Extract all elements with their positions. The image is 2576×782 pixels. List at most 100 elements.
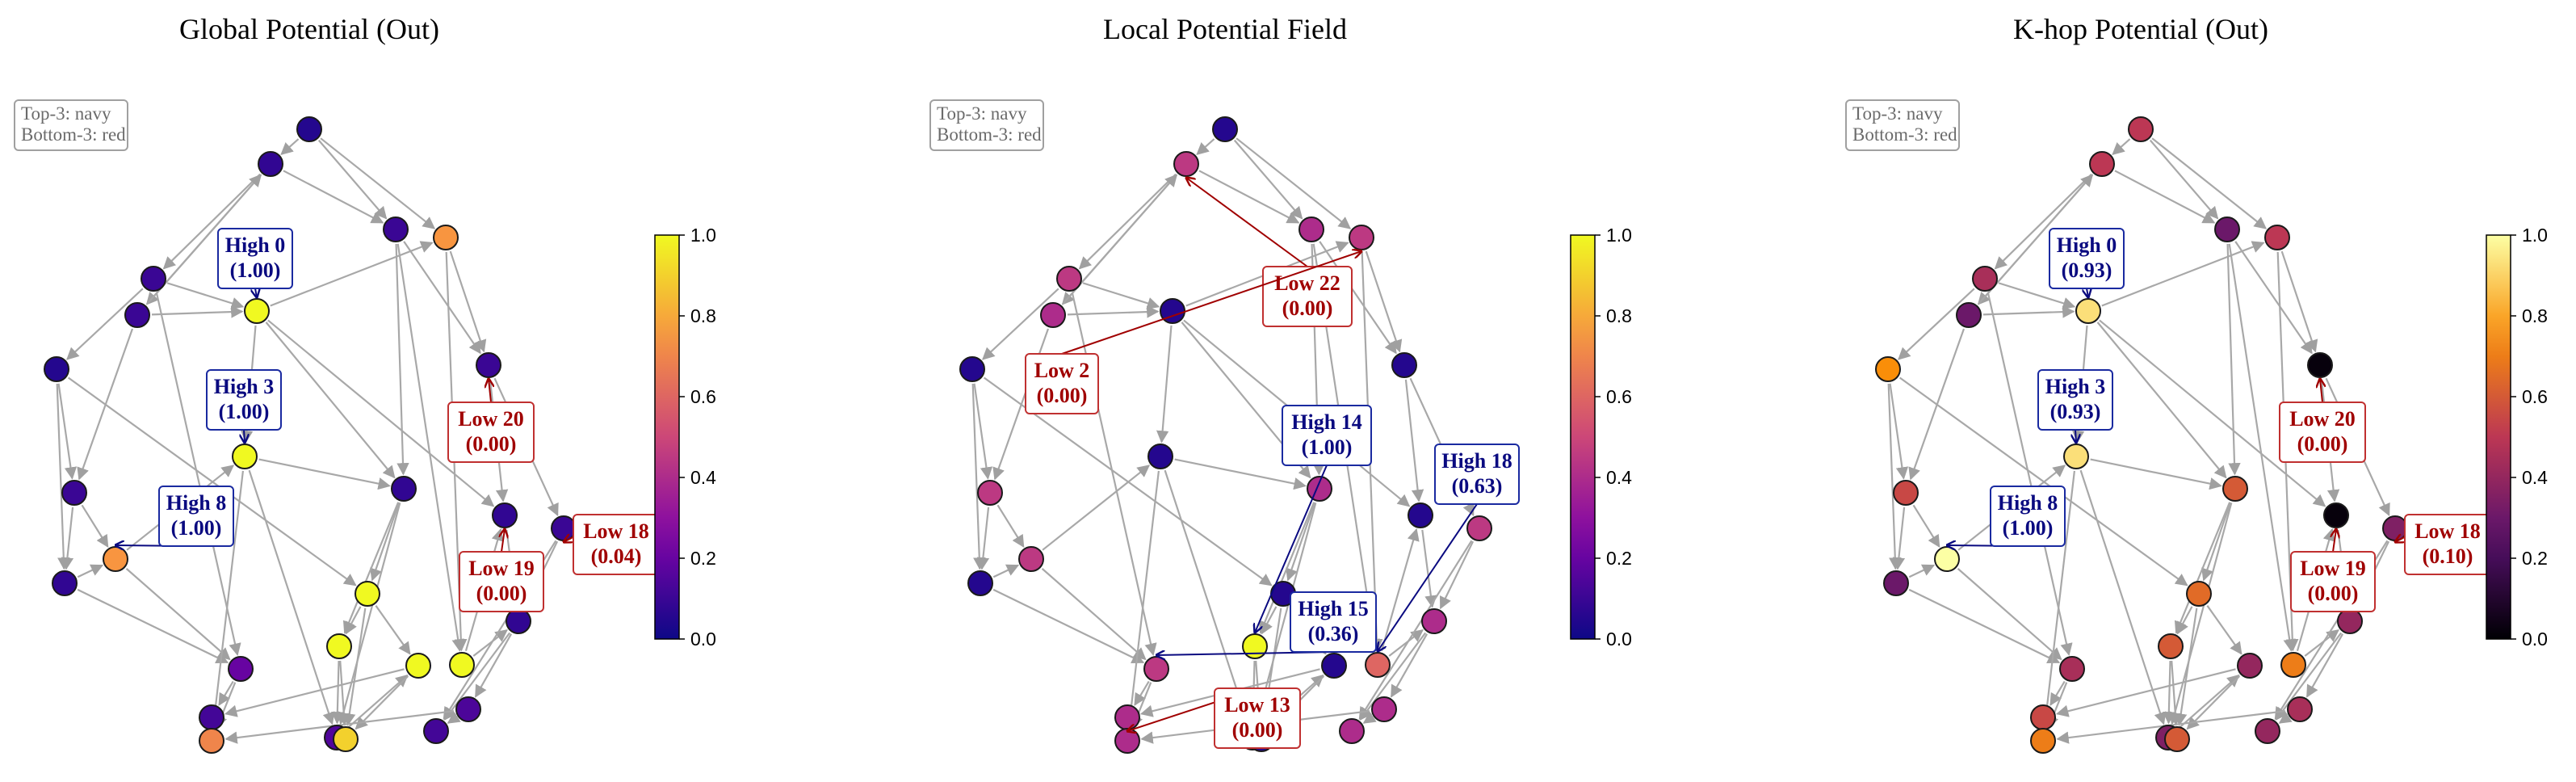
graph-node[interactable] [296, 116, 322, 142]
graph-edge [1912, 504, 1940, 549]
graph-node[interactable] [405, 653, 431, 679]
graph-node[interactable] [232, 444, 258, 469]
graph-node[interactable] [2214, 217, 2240, 242]
graph-edge [1362, 711, 1377, 724]
graph-node[interactable] [2237, 653, 2263, 679]
graph-node[interactable] [1114, 728, 1140, 754]
graph-node[interactable] [1040, 302, 1066, 328]
graph-node[interactable] [1365, 652, 1391, 678]
graph-node[interactable] [326, 633, 352, 659]
graph-node[interactable] [2255, 718, 2280, 744]
graph-node[interactable] [383, 217, 409, 242]
graph-node[interactable] [61, 480, 87, 506]
graph-node[interactable] [141, 266, 166, 292]
graph-node[interactable] [2158, 633, 2184, 659]
graph-edge [218, 680, 234, 706]
graph-node[interactable] [2222, 476, 2248, 502]
graph-node[interactable] [2307, 352, 2333, 378]
graph-node[interactable] [1056, 266, 1082, 292]
graph-node[interactable] [2186, 581, 2212, 607]
graph-node[interactable] [103, 546, 128, 572]
callouts: Low 22(0.00)Low 2(0.00)High 14(1.00)High… [1025, 178, 1520, 749]
graph-node[interactable] [1147, 444, 1173, 469]
graph-node[interactable] [355, 581, 380, 607]
callout-high: High 8(1.00) [1990, 486, 2066, 547]
graph-node[interactable] [228, 656, 254, 682]
graph-node[interactable] [1143, 656, 1169, 682]
graph-node[interactable] [1408, 502, 1433, 528]
graph-node[interactable] [2030, 704, 2056, 730]
graph-edge [2049, 680, 2066, 706]
callout-value: (0.93) [2062, 259, 2112, 282]
graph-node[interactable] [2059, 656, 2085, 682]
graph-node[interactable] [1349, 225, 1374, 250]
graph-node[interactable] [391, 476, 417, 502]
graph-node[interactable] [333, 726, 359, 752]
graph-node[interactable] [124, 302, 150, 328]
graph-node[interactable] [2030, 728, 2056, 754]
graph-node[interactable] [1371, 696, 1397, 722]
graph-node[interactable] [44, 356, 69, 382]
graph-edge [2168, 502, 2233, 725]
graph-node[interactable] [1298, 217, 1324, 242]
graph-node[interactable] [2323, 502, 2349, 528]
graph-node[interactable] [476, 352, 501, 378]
graph-edge [280, 138, 300, 156]
graph-node[interactable] [2287, 696, 2313, 722]
colorbar-tick-label: 0.8 [1606, 305, 1632, 326]
graph-node[interactable] [1972, 266, 1998, 292]
graph-node[interactable] [2280, 652, 2306, 678]
callout-label: High 8 [166, 491, 226, 515]
graph-edge [56, 383, 70, 570]
graph-edge [151, 305, 244, 318]
graph-node[interactable] [199, 728, 224, 754]
graph-edge [248, 469, 335, 725]
graph-edge [2163, 660, 2175, 725]
graph-edge [1898, 288, 1975, 360]
graph-node[interactable] [1956, 302, 1982, 328]
graph-node[interactable] [2337, 608, 2363, 634]
graph-node[interactable] [2164, 726, 2190, 752]
graph-node[interactable] [2075, 298, 2101, 324]
graph-node[interactable] [2063, 444, 2089, 469]
graph-node[interactable] [1466, 515, 1492, 541]
graph-node[interactable] [258, 151, 283, 177]
callout-high: High 15(0.36) [1290, 591, 1377, 653]
graph-node[interactable] [1339, 718, 1365, 744]
graph-node[interactable] [1114, 704, 1140, 730]
callout-high: High 0(0.93) [2049, 228, 2125, 289]
graph-node[interactable] [423, 718, 449, 744]
graph-edge [449, 250, 487, 353]
graph-node[interactable] [52, 570, 78, 596]
colorbar-tick-label: 0.2 [690, 548, 716, 569]
graph-node[interactable] [959, 356, 985, 382]
graph-node[interactable] [1875, 356, 1901, 382]
graph-node[interactable] [1212, 116, 1238, 142]
graph-node[interactable] [1883, 570, 1909, 596]
graph-node[interactable] [1018, 546, 1044, 572]
graph-node[interactable] [199, 704, 224, 730]
colorbar-tick-label: 0.6 [2522, 386, 2548, 407]
graph-node[interactable] [506, 608, 531, 634]
graph-node[interactable] [1421, 608, 1447, 634]
graph-node[interactable] [1321, 653, 1347, 679]
graph-node[interactable] [2264, 225, 2290, 250]
graph-edge [66, 288, 144, 360]
graph-node[interactable] [449, 652, 475, 678]
graph-node[interactable] [244, 298, 270, 324]
graph-node[interactable] [433, 225, 459, 250]
graph-edge [2186, 675, 2241, 730]
graph-node[interactable] [1391, 352, 1417, 378]
graph-node[interactable] [455, 696, 481, 722]
graph-node[interactable] [977, 480, 1003, 506]
graph-node[interactable] [1242, 633, 1268, 659]
graph-node[interactable] [1934, 546, 1960, 572]
callout-arrow [1186, 178, 1308, 267]
callout-low: Low 19(0.00) [459, 551, 544, 612]
graph-node[interactable] [2089, 151, 2115, 177]
graph-node[interactable] [2128, 116, 2154, 142]
graph-node[interactable] [967, 570, 993, 596]
graph-node[interactable] [492, 502, 518, 528]
graph-node[interactable] [1893, 480, 1919, 506]
graph-node[interactable] [1173, 151, 1199, 177]
